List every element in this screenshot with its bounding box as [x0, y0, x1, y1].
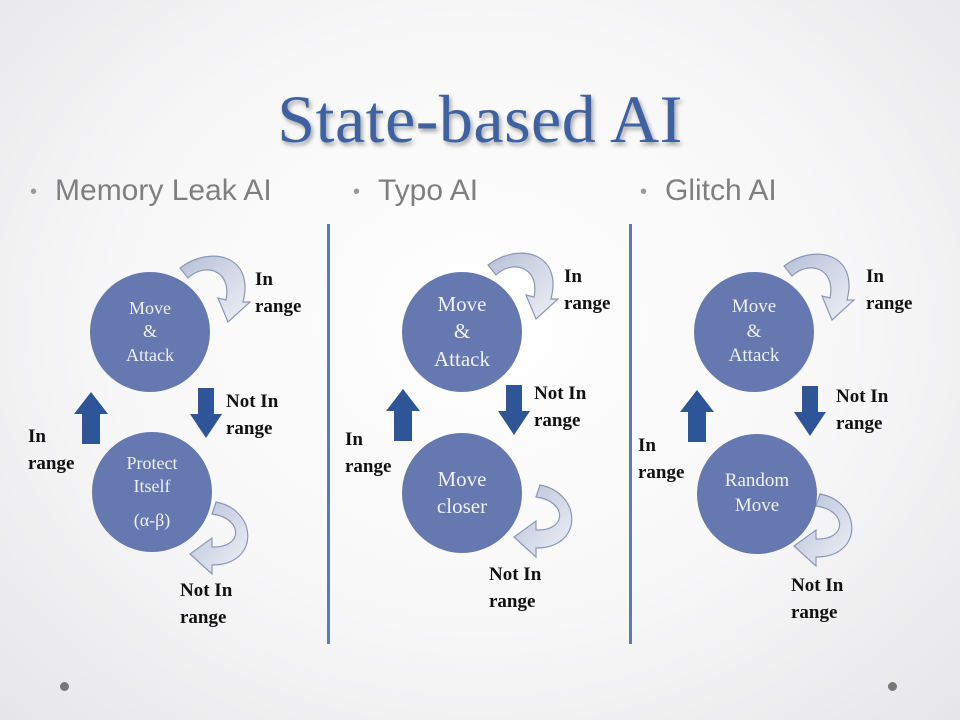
- loop-arrow-bottom-icon: [189, 501, 249, 576]
- state-random-move: Random Move: [697, 434, 817, 554]
- bullet-memory-leak-ai: •Memory Leak AI: [30, 174, 272, 207]
- bullet-dot-icon: •: [30, 180, 38, 203]
- bullet-dot-icon: •: [353, 180, 361, 203]
- bullet-typo-ai: •Typo AI: [353, 174, 479, 207]
- up-arrow-icon: [74, 392, 108, 444]
- bullet-glitch-ai: •Glitch AI: [640, 174, 777, 207]
- up-arrow-icon: [680, 390, 714, 442]
- down-arrow-icon: [794, 386, 826, 436]
- loop-arrow-top-icon: [179, 255, 252, 324]
- state-protect-itself: Protect Itself (α-β): [92, 432, 212, 552]
- up-arrow-icon: [386, 389, 420, 441]
- loop-arrow-top-icon: [783, 253, 856, 322]
- column-divider: [327, 224, 330, 644]
- corner-dot-icon: [60, 682, 69, 691]
- loop-arrow-bottom-icon: [793, 493, 853, 568]
- corner-dot-icon: [888, 682, 897, 691]
- column-divider: [629, 224, 632, 644]
- slide-title: State-based AI: [277, 81, 683, 157]
- bullet-dot-icon: •: [640, 180, 648, 203]
- loop-arrow-top-icon: [487, 252, 560, 321]
- state-move-attack: Move & Attack: [694, 272, 814, 392]
- state-move-attack: Move & Attack: [90, 272, 210, 392]
- down-arrow-icon: [498, 385, 530, 435]
- down-arrow-icon: [190, 388, 222, 438]
- state-move-closer: Move closer: [402, 433, 522, 553]
- loop-arrow-bottom-icon: [513, 484, 573, 559]
- state-move-attack: Move & Attack: [402, 272, 522, 392]
